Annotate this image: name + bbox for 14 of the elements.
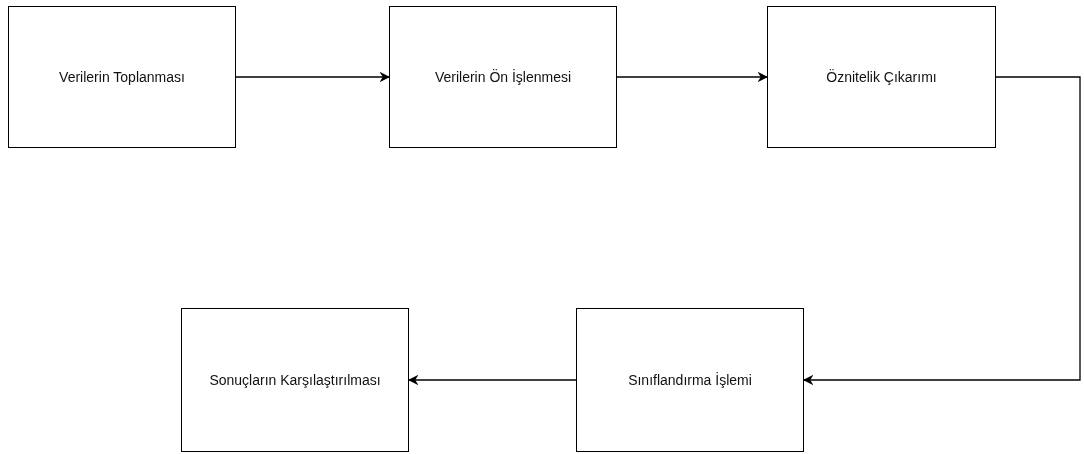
arrow [616,71,769,83]
box-label: Verilerin Ön İşlenmesi [434,69,572,85]
process-box [181,308,409,452]
arrow [802,76,1081,386]
box-label: Sınıflandırma İşlemi [628,372,752,388]
box-label: Verilerin Toplanması [59,69,185,85]
process-box [767,6,996,148]
process-box [389,6,617,148]
box-label: Sonuçların Karşılaştırılması [209,372,381,388]
arrow [235,71,391,83]
process-box [8,6,236,148]
box-label: Öznitelik Çıkarımı [826,69,937,85]
process-box [576,308,804,452]
arrow [407,374,577,386]
